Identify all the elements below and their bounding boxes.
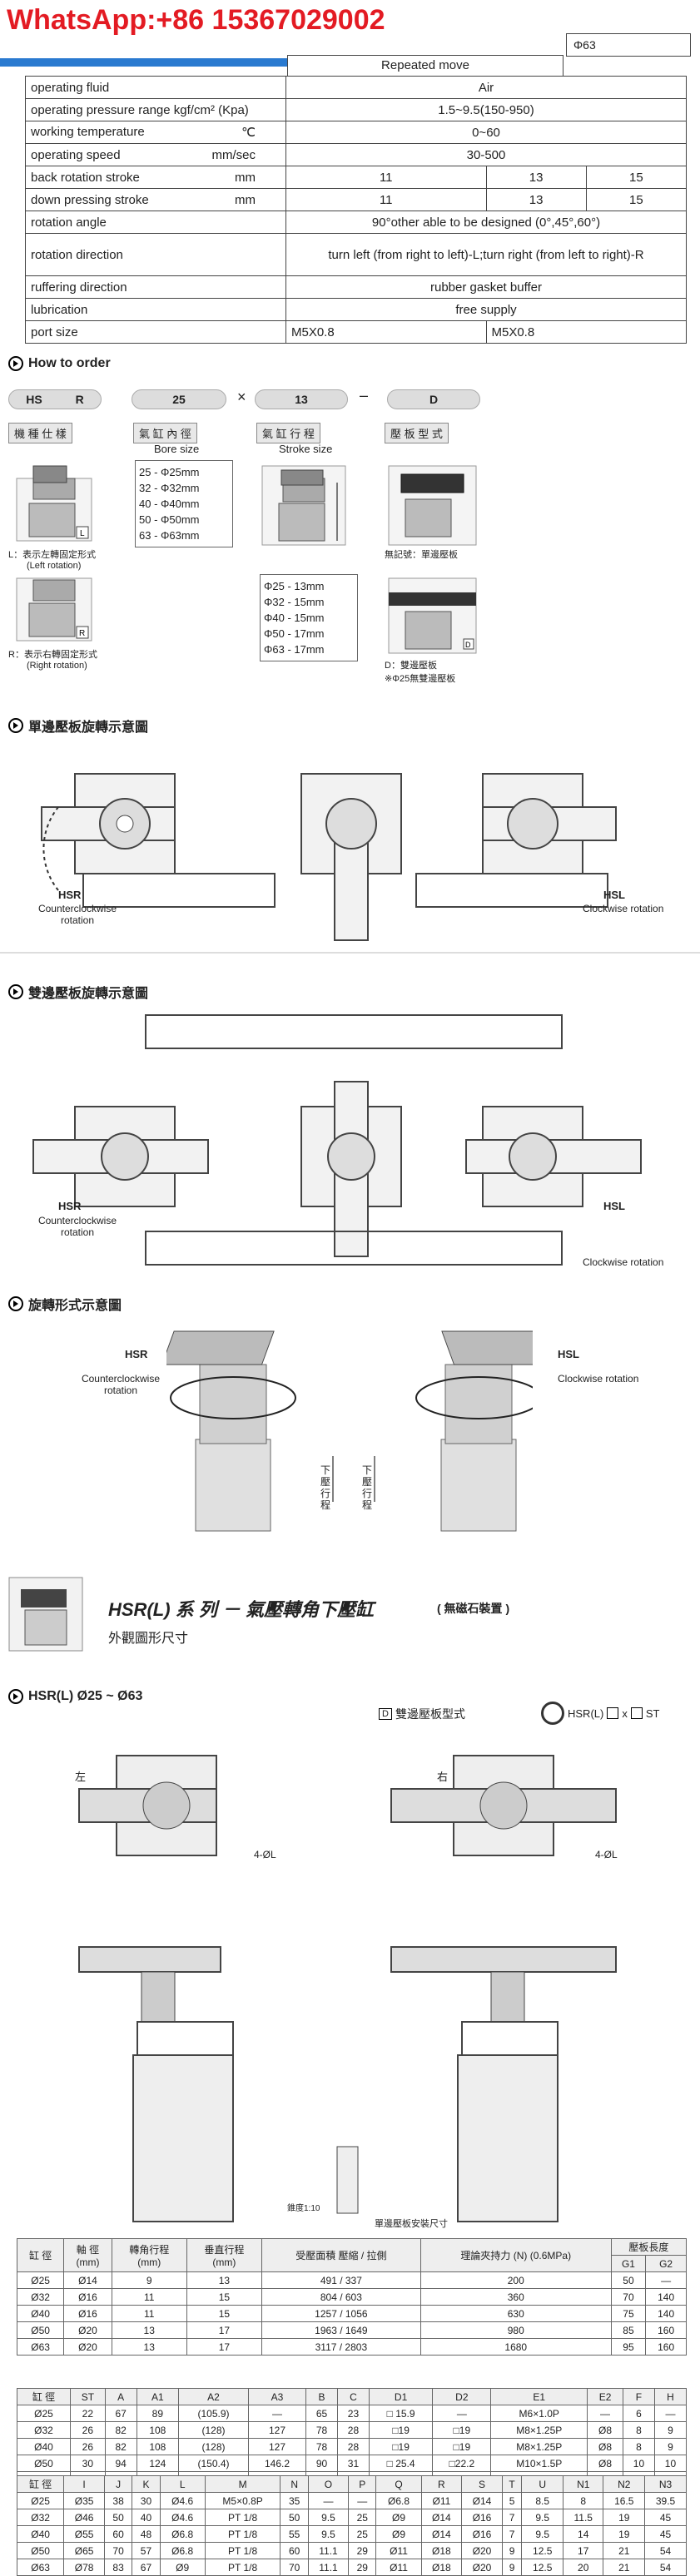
svg-text:L: L <box>80 529 85 538</box>
hsl-label-1: HSL <box>603 889 625 901</box>
install-note: 單邊壓板安裝尺寸 <box>375 2219 448 2229</box>
bore-size-label: Bore size <box>154 443 200 455</box>
spec-value: 90°other able to be designed (0°,45°,60°… <box>285 211 687 234</box>
cw-label-3: Clockwise rotation <box>558 1373 639 1385</box>
hsr-label-2: HSR <box>58 1200 82 1212</box>
code-pill-stroke: 13 <box>255 389 348 409</box>
spec-label: rotation direction <box>25 233 286 276</box>
spec-value: rubber gasket buffer <box>285 275 687 299</box>
series-note: ( 無磁石裝置 ) <box>437 1602 510 1615</box>
spec-value: 11 <box>285 166 487 189</box>
hsr-label-3: HSR <box>125 1348 148 1360</box>
spec-label: operating pressure range kgf/cm² (Kpa) <box>25 98 286 121</box>
phi-l-right: 4-ØL <box>595 1849 618 1860</box>
svg-text:R: R <box>79 629 85 638</box>
cw-label-1: Clockwise rotation <box>583 903 664 914</box>
spec-value: 1.5~9.5(150-950) <box>285 98 687 121</box>
down-stroke-label-2: 下壓行程 <box>362 1464 373 1511</box>
ccw-label-3: Counterclockwise rotation <box>81 1373 161 1396</box>
spec-value: Air <box>285 76 687 99</box>
series-product-icon <box>8 1577 83 1652</box>
repeated-move: Repeated move <box>287 55 563 77</box>
cylinder-left-icon: L <box>16 465 92 542</box>
double-clamp-diagram <box>32 1014 642 1266</box>
series-sub: 外觀圖形尺寸 <box>108 1632 189 1646</box>
rotation-3d-diagram <box>166 1330 533 1532</box>
hsr-label-1: HSR <box>58 889 82 901</box>
single-clamp-diagram <box>0 773 700 954</box>
spec-label: operating fluid <box>25 76 286 99</box>
dimension-drawing <box>78 1755 617 2222</box>
ccw-label-1: Counterclockwise rotation <box>37 903 117 926</box>
spec-value: 15 <box>585 188 688 211</box>
spec-label: working temperature℃ <box>25 121 286 144</box>
code-pill-bore: 25 <box>132 389 226 409</box>
section-rotation-title: 旋轉形式示意圖 <box>8 1294 122 1314</box>
series-title: HSR(L) 系 列 － 氣壓轉角下壓缸 <box>108 1599 374 1620</box>
spec-value: M5X0.8 <box>285 320 487 344</box>
spec-value: M5X0.8 <box>485 320 687 344</box>
spec-value: 11 <box>285 188 487 211</box>
label-model: 機 種 仕 樣 <box>8 423 72 443</box>
spec-value: 30-500 <box>285 143 687 166</box>
taper-note: 錐度1:10 <box>287 2204 320 2213</box>
hsl-label-2: HSL <box>603 1200 625 1212</box>
phi-l-left: 4-ØL <box>254 1849 276 1860</box>
single-clamp-text: 無記號：單邊壓板 <box>385 550 458 560</box>
spec-value: 13 <box>485 166 587 189</box>
left-mark: 左 <box>75 1771 87 1783</box>
cylinder-right-icon: R <box>16 577 92 642</box>
spec-value: 0~60 <box>285 121 687 144</box>
sep-x: × <box>237 389 246 405</box>
cw-label-2: Clockwise rotation <box>583 1256 664 1268</box>
stroke-size-label: Stroke size <box>279 443 333 455</box>
label-clamp: 壓 板 型 式 <box>385 423 449 443</box>
label-stroke: 氣 缸 行 程 <box>256 423 320 443</box>
down-stroke-label-1: 下壓行程 <box>320 1464 331 1511</box>
how-to-order-title: How to order <box>8 356 111 371</box>
model-title: HSR(L) Ø25 ~ Ø63 <box>8 1689 142 1704</box>
ccw-label-2: Counterclockwise rotation <box>37 1215 117 1238</box>
sep-dash: – <box>360 387 369 404</box>
double-clamp-text: D：雙邊壓板※Φ25無雙邊壓板 <box>385 661 456 684</box>
spec-value: 13 <box>485 188 587 211</box>
right-rotation-text: R：表示右轉固定形式(Right rotation) <box>8 650 97 671</box>
spec-value: 15 <box>585 166 688 189</box>
right-mark: 右 <box>437 1771 449 1783</box>
cylinder-single-clamp-icon <box>388 465 477 546</box>
code-pill-clamp: D <box>387 389 480 409</box>
section-single-title: 單邊壓板旋轉示意圖 <box>8 716 148 736</box>
cylinder-double-clamp-icon: D <box>388 577 477 654</box>
label-bore: 氣 缸 內 徑 <box>133 423 197 443</box>
phi63-header: Φ63 <box>566 33 691 57</box>
spec-value: free supply <box>285 298 687 321</box>
whatsapp-banner: WhatsApp:+86 15367029002 <box>7 4 385 36</box>
spec-label: ruffering direction <box>25 275 286 299</box>
svg-text:D: D <box>465 641 471 649</box>
spec-label: rotation angle <box>25 211 286 234</box>
spec-label: lubrication <box>25 298 286 321</box>
blue-bar <box>0 58 287 67</box>
spec-dimension-table-1: 缸 徑軸 徑(mm) 轉角行程(mm)垂直行程(mm) 受壓面積 壓縮 / 拉側… <box>16 2238 688 2356</box>
hsl-label-3: HSL <box>558 1348 579 1360</box>
cylinder-stroke-icon <box>261 465 346 546</box>
spec-value: turn left (from right to left)-L;turn ri… <box>285 233 687 276</box>
left-rotation-text: L：表示左轉固定形式(Left rotation) <box>8 550 97 571</box>
section-double-title: 雙邊壓板旋轉示意圖 <box>8 982 148 1002</box>
spec-label: port size <box>25 320 286 344</box>
